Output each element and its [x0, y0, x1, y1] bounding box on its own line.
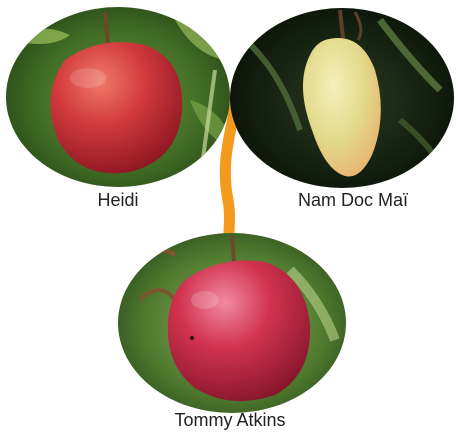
heidi-photo [0, 0, 240, 200]
tommy-atkins-fruit [168, 260, 310, 401]
variety-label-tommy-atkins: Tommy Atkins [150, 410, 310, 431]
tommy-atkins-photo [110, 225, 360, 425]
variety-label-nam-doc-mai: Nam Doc Maï [268, 190, 438, 211]
heidi-fruit [50, 42, 182, 173]
nam-doc-mai-photo [225, 0, 460, 200]
variety-label-heidi: Heidi [78, 190, 158, 211]
